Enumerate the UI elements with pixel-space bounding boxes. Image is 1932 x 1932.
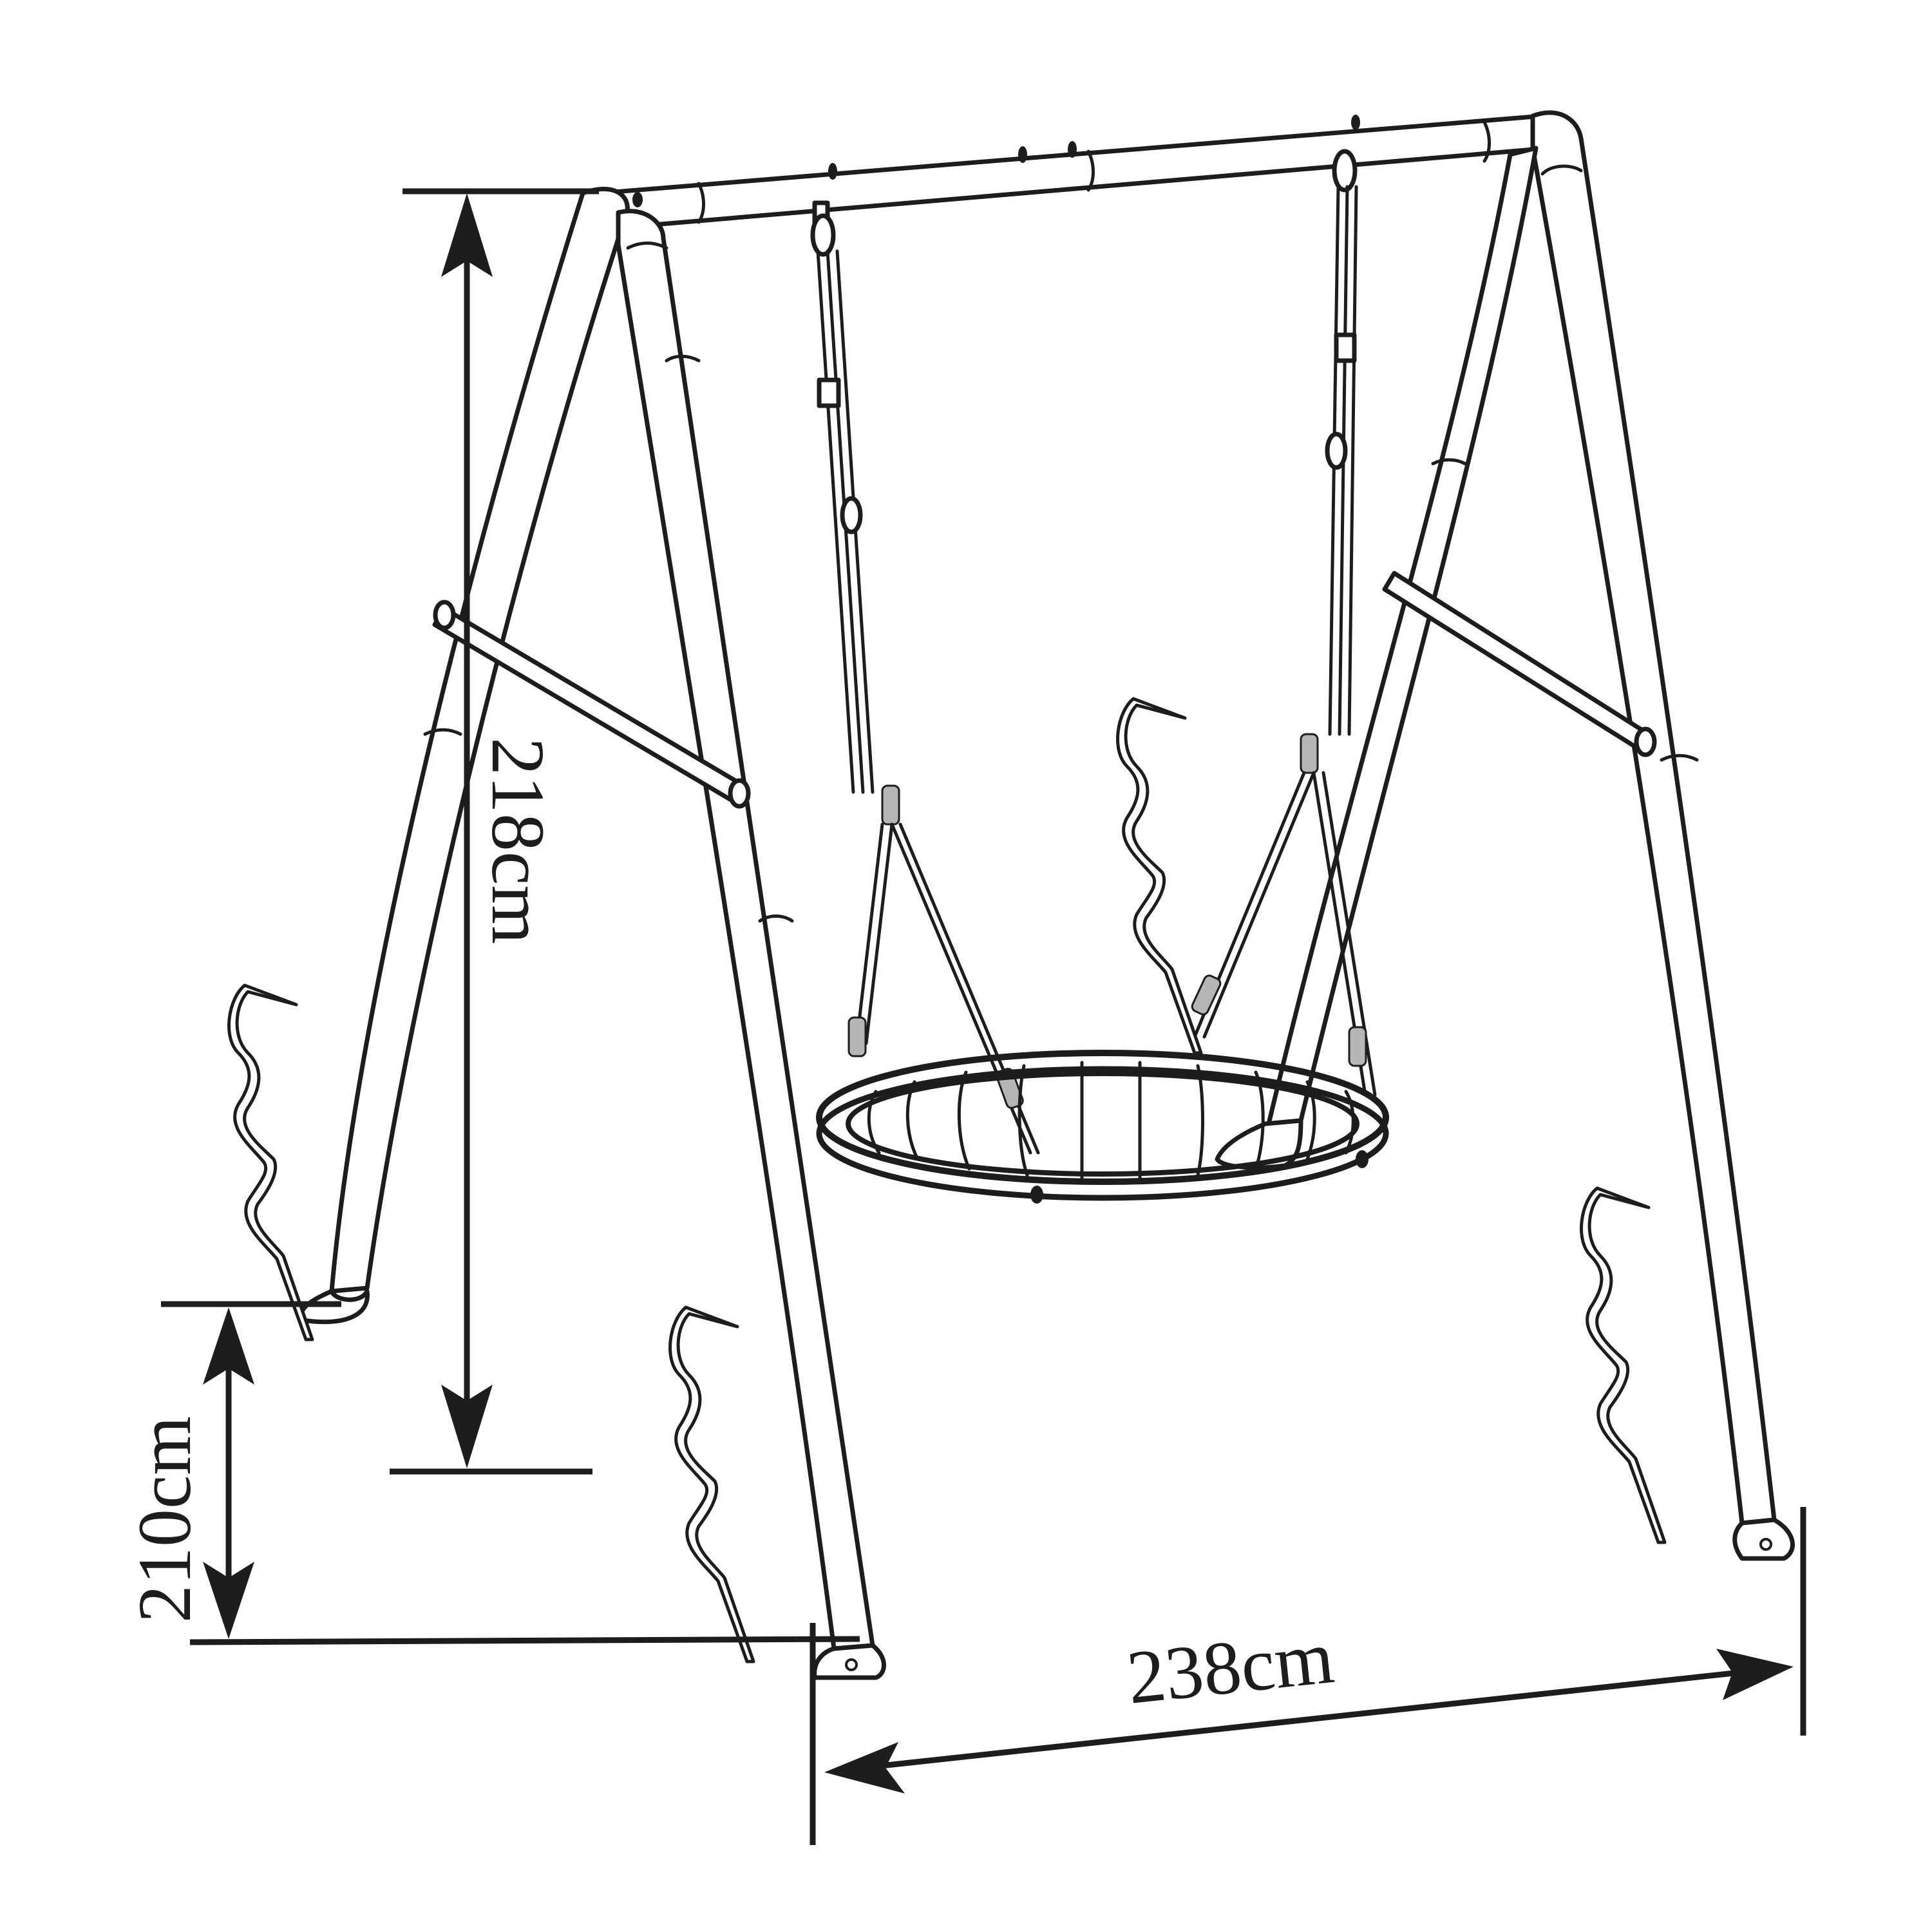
height-label: 218cm bbox=[476, 737, 560, 944]
width-label: 238cm bbox=[1123, 1615, 1338, 1720]
depth-dimension: 210cm bbox=[122, 1301, 860, 1645]
right-a-frame bbox=[1215, 110, 1795, 1561]
right-ropes bbox=[1191, 149, 1377, 1097]
right-brace bbox=[1382, 571, 1657, 757]
ground-stakes bbox=[227, 697, 1667, 1663]
top-beam bbox=[596, 113, 1551, 231]
left-a-frame bbox=[298, 187, 886, 1680]
width-dimension: 238cm bbox=[810, 1507, 1806, 1845]
ground-stake-3 bbox=[1116, 697, 1203, 1055]
ground-stake-2 bbox=[668, 1305, 755, 1663]
nest-seat bbox=[816, 1050, 1389, 1204]
left-brace bbox=[432, 600, 751, 809]
height-dimension: 218cm bbox=[390, 188, 599, 1475]
left-ropes bbox=[810, 200, 1040, 1155]
ground-stake-4 bbox=[1580, 1186, 1667, 1544]
ground-stake-1 bbox=[227, 983, 314, 1341]
depth-label: 210cm bbox=[122, 1416, 207, 1623]
